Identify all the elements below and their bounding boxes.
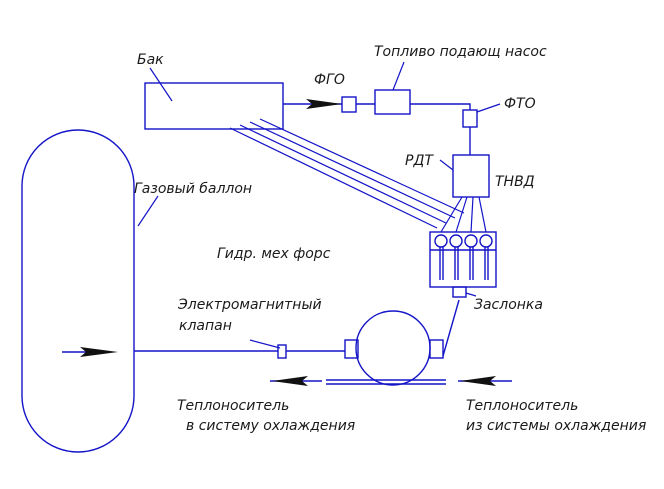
fine-filter[interactable] (462, 109, 478, 128)
injector-block[interactable] (429, 231, 497, 288)
rdt-leader (439, 159, 454, 171)
solenoid-valve[interactable] (277, 344, 287, 359)
damper[interactable] (452, 286, 467, 298)
label-damper: Заслонка (474, 297, 543, 313)
damper-leader (465, 292, 477, 297)
label-solenoid-line2: клапан (179, 318, 232, 334)
high-pressure-lines (440, 196, 487, 233)
pump-leader (392, 61, 405, 91)
coarse-filter[interactable] (341, 96, 357, 113)
high-pressure-pump[interactable] (452, 154, 490, 198)
label-rdt: РДТ (405, 153, 434, 169)
gas-cylinder (21, 129, 135, 453)
mixer-to-damper-line (442, 299, 460, 357)
label-tank: Бак (137, 52, 164, 68)
label-coolant-to-line1: Теплоноситель (177, 398, 289, 414)
fuel-tank[interactable] (144, 82, 284, 130)
gas-mixer[interactable] (344, 310, 444, 386)
label-injectors: Гидр. мех форс (217, 246, 331, 262)
tank-outlet-arrow (283, 99, 342, 109)
return-lines (229, 118, 465, 229)
label-coolant-from-line1: Теплоноситель (466, 398, 578, 414)
label-solenoid-line1: Электромагнитный (177, 297, 322, 313)
fuel-supply-pump[interactable] (374, 89, 411, 115)
label-coolant-from-line2: из системы охлаждения (466, 418, 646, 434)
tank-leader (149, 67, 173, 102)
fuel-line-b (410, 103, 471, 110)
cylinder-outlet-arrow (62, 347, 118, 357)
label-fgo: ФГО (314, 72, 345, 88)
label-tnvd: ТНВД (495, 174, 535, 190)
gas-cylinder-leader (137, 195, 159, 227)
label-fto: ФТО (504, 96, 536, 112)
label-coolant-to-line2: в систему охлаждения (186, 418, 355, 434)
label-fuel-pump: Топливо подающ насос (374, 44, 547, 60)
solenoid-leader (249, 339, 281, 349)
label-gas-cylinder: Газовый баллон (134, 181, 252, 197)
fine-filter-leader (476, 103, 501, 113)
coolant-out-arrow (270, 376, 322, 386)
coolant-in-arrow (458, 376, 512, 386)
